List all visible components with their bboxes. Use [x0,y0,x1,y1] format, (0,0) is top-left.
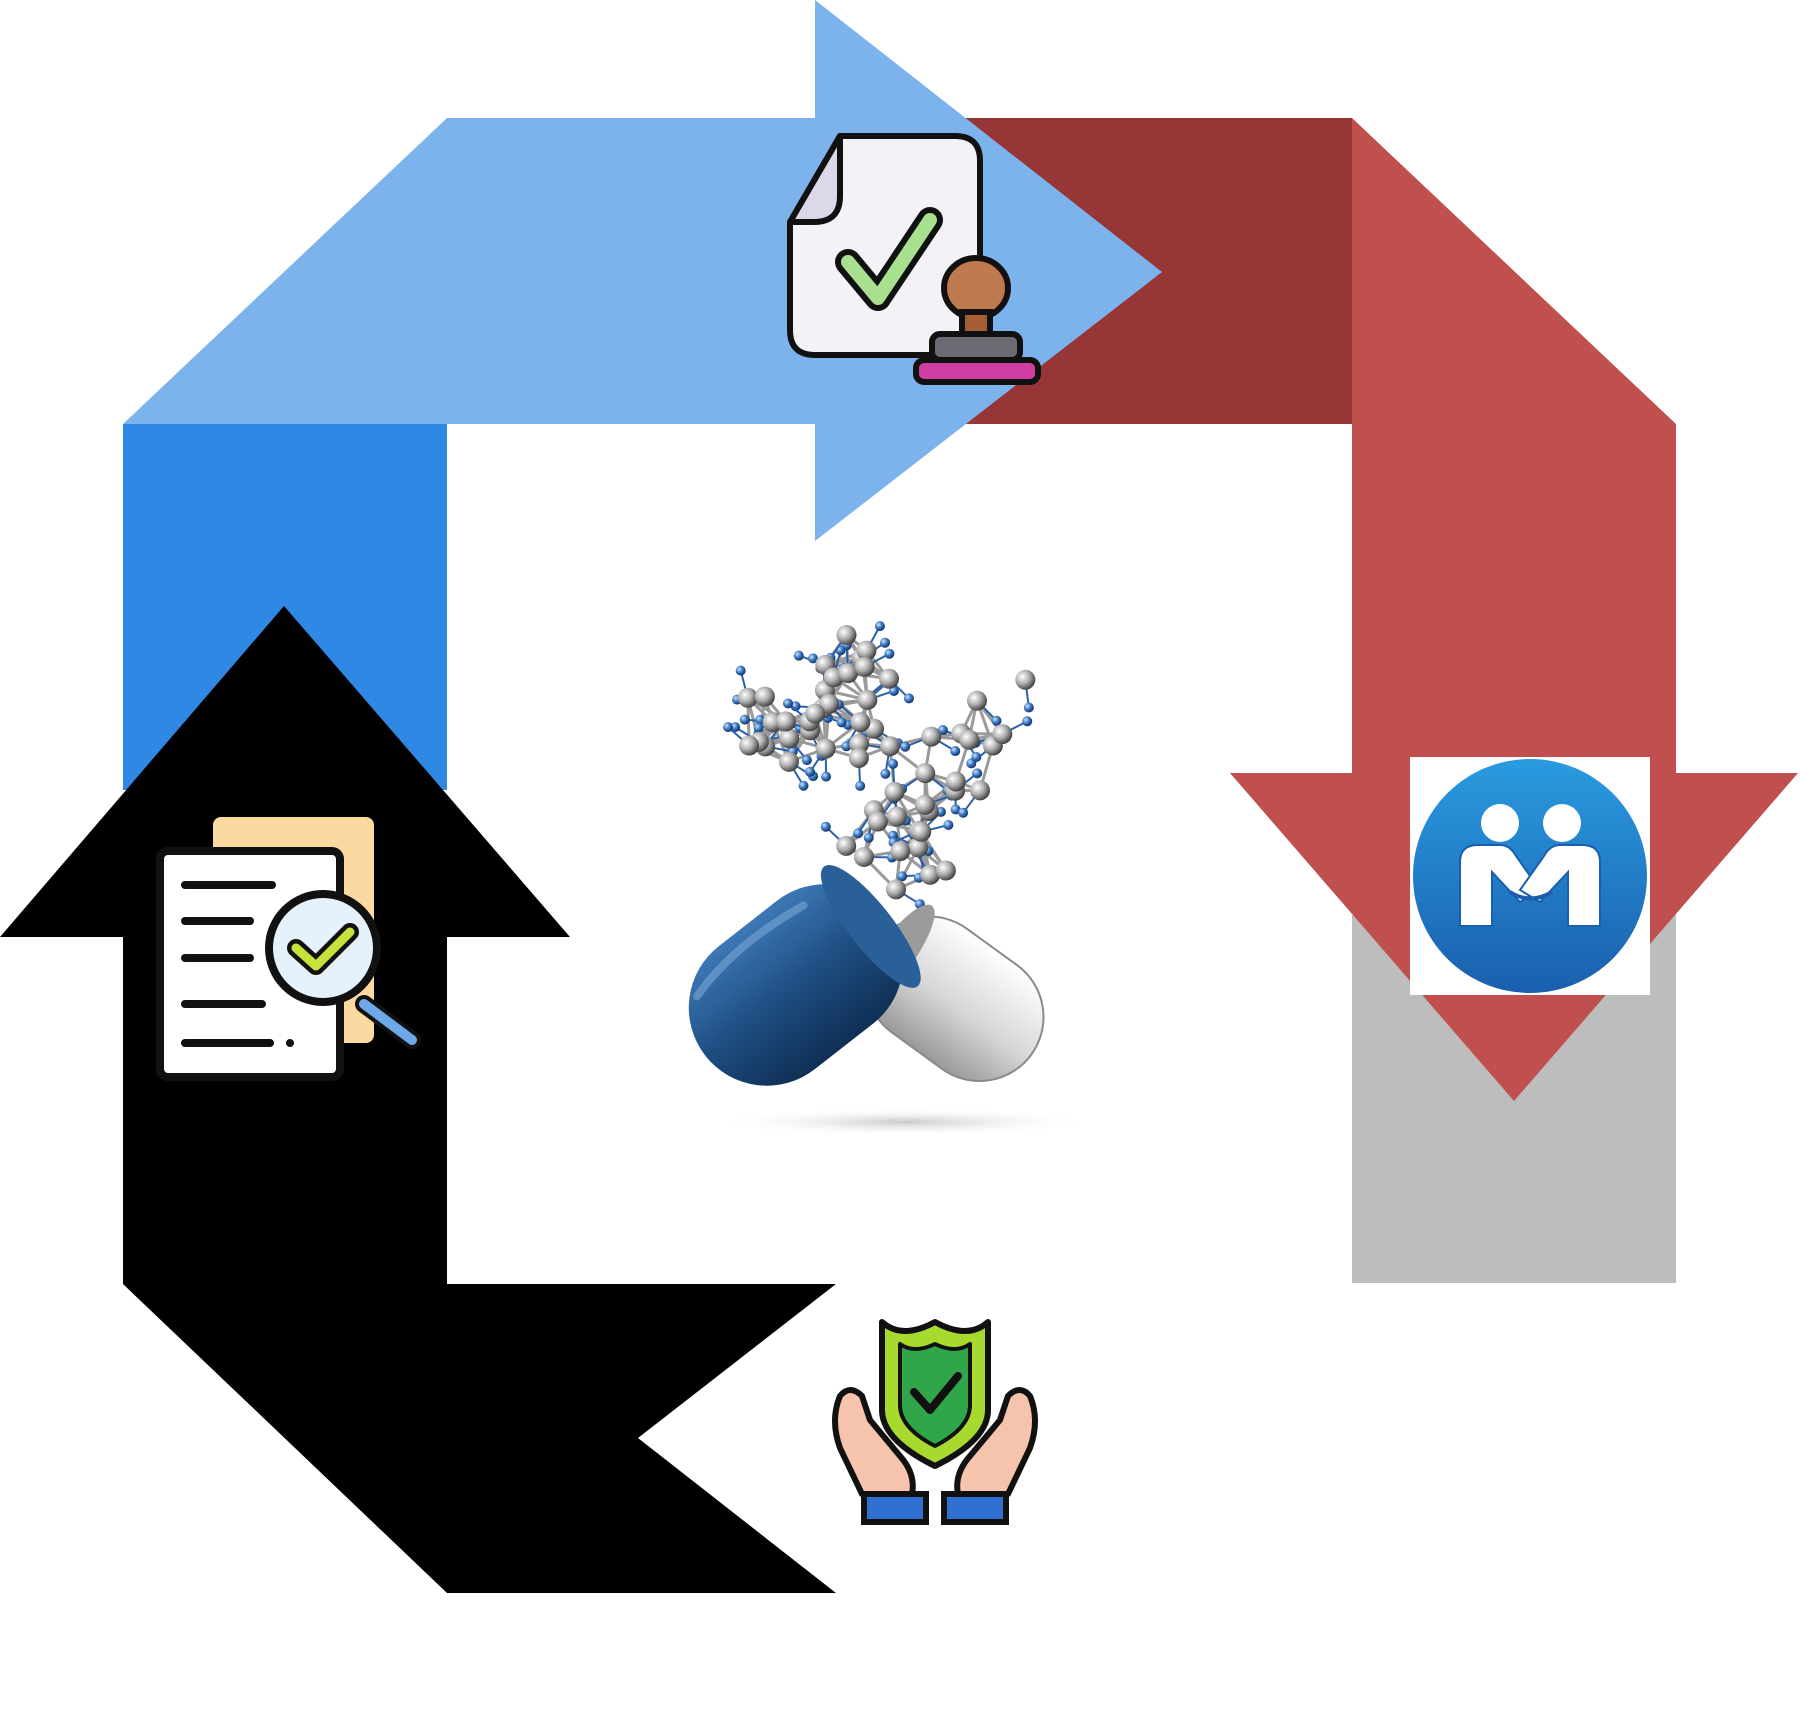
molecule-atom [992,724,1013,745]
molecule-atom [779,728,800,749]
molecule-atom [836,835,857,856]
molecule-atom [959,729,980,750]
molecule-atom [966,690,987,711]
molecule-atom [854,656,875,677]
molecule-atom [854,846,875,867]
molecule-atom-h [880,637,891,648]
molecule-atom [890,841,911,862]
molecule-atom [1015,669,1036,690]
molecule-atom-h [897,871,908,882]
document-review-magnifier-icon [156,817,421,1081]
molecule-atom [836,624,857,645]
molecule-atom [819,693,840,714]
capsule-blue-half [688,865,921,1086]
molecule-atom-h [880,768,891,779]
molecule-atom [911,821,932,842]
molecule-atom [805,703,826,724]
handshake-icon [1410,757,1650,995]
molecule-atom [848,747,869,768]
molecule-atom-h [855,780,866,791]
shield-hands-icon [832,1319,1038,1525]
molecule-atom-h [783,698,794,709]
molecule-atom-h [808,653,819,664]
molecule-atom [886,806,907,827]
molecule-atom [856,640,877,661]
molecule-atom [867,811,888,832]
molecule-atom [850,712,871,733]
partnership-arrow-body [1230,118,1798,1101]
molecule-atom [815,738,836,759]
molecule-atom-h [937,725,948,736]
molecule-atom [935,860,956,881]
molecule-atom [857,689,878,710]
molecule-atom-h [900,741,911,752]
molecule-atom [880,736,901,757]
molecule-atom [837,663,858,684]
molecule-atom-h [739,714,750,725]
molecule-atom [849,733,870,754]
molecule-atom-h [958,807,969,818]
molecule-atom-h [991,715,1002,726]
capsule-molecule-icon [688,621,1095,1136]
molecule-atom-h [950,804,961,815]
approved-document-stamp-icon [787,133,1041,385]
molecule-atom [945,771,966,792]
molecule-atom-h [805,766,816,777]
molecule-atom [884,781,905,802]
molecule-atom-h [903,693,914,704]
molecule-atom [754,686,775,707]
molecule-atom [969,780,990,801]
molecule-atom-h [863,832,874,843]
molecule-atom-h [801,755,812,766]
molecule-atom-h [888,758,899,769]
molecule-atom [739,735,760,756]
approval-arrow-dark-band [123,424,447,790]
molecule-atom [737,687,758,708]
molecule-atom [775,711,796,732]
molecule-atom-h [753,722,764,733]
molecule-atom-h [950,746,961,757]
molecule-atom [921,726,942,747]
molecule-atom-h [943,819,954,830]
molecule-atom-h [723,722,734,733]
molecule-atom-h [730,722,741,733]
molecule-atom-h [874,621,885,632]
molecule-atom [879,668,900,689]
molecule-atom-h [971,752,982,763]
molecule-atom-h [798,780,809,791]
molecule-atom-h [841,741,852,752]
molecule-atom [920,864,941,885]
molecule-atom-h [884,648,895,659]
molecule-atom-h [820,821,831,832]
molecule-atom-h [972,768,983,779]
molecule-atom-h [853,828,864,839]
molecule-atom [914,794,935,815]
molecule-atom-h [1022,716,1033,727]
molecule-atom-h [735,665,746,676]
molecule-atom-h [793,650,804,661]
molecule-atom-h [821,771,832,782]
molecule-atom [778,751,799,772]
molecule-atom [908,837,929,858]
molecule-atom [886,879,907,900]
molecule-atom-h [836,717,847,728]
molecule-structure [723,621,1036,910]
molecule-atom-h [1023,702,1034,713]
molecule-atom [915,763,936,784]
